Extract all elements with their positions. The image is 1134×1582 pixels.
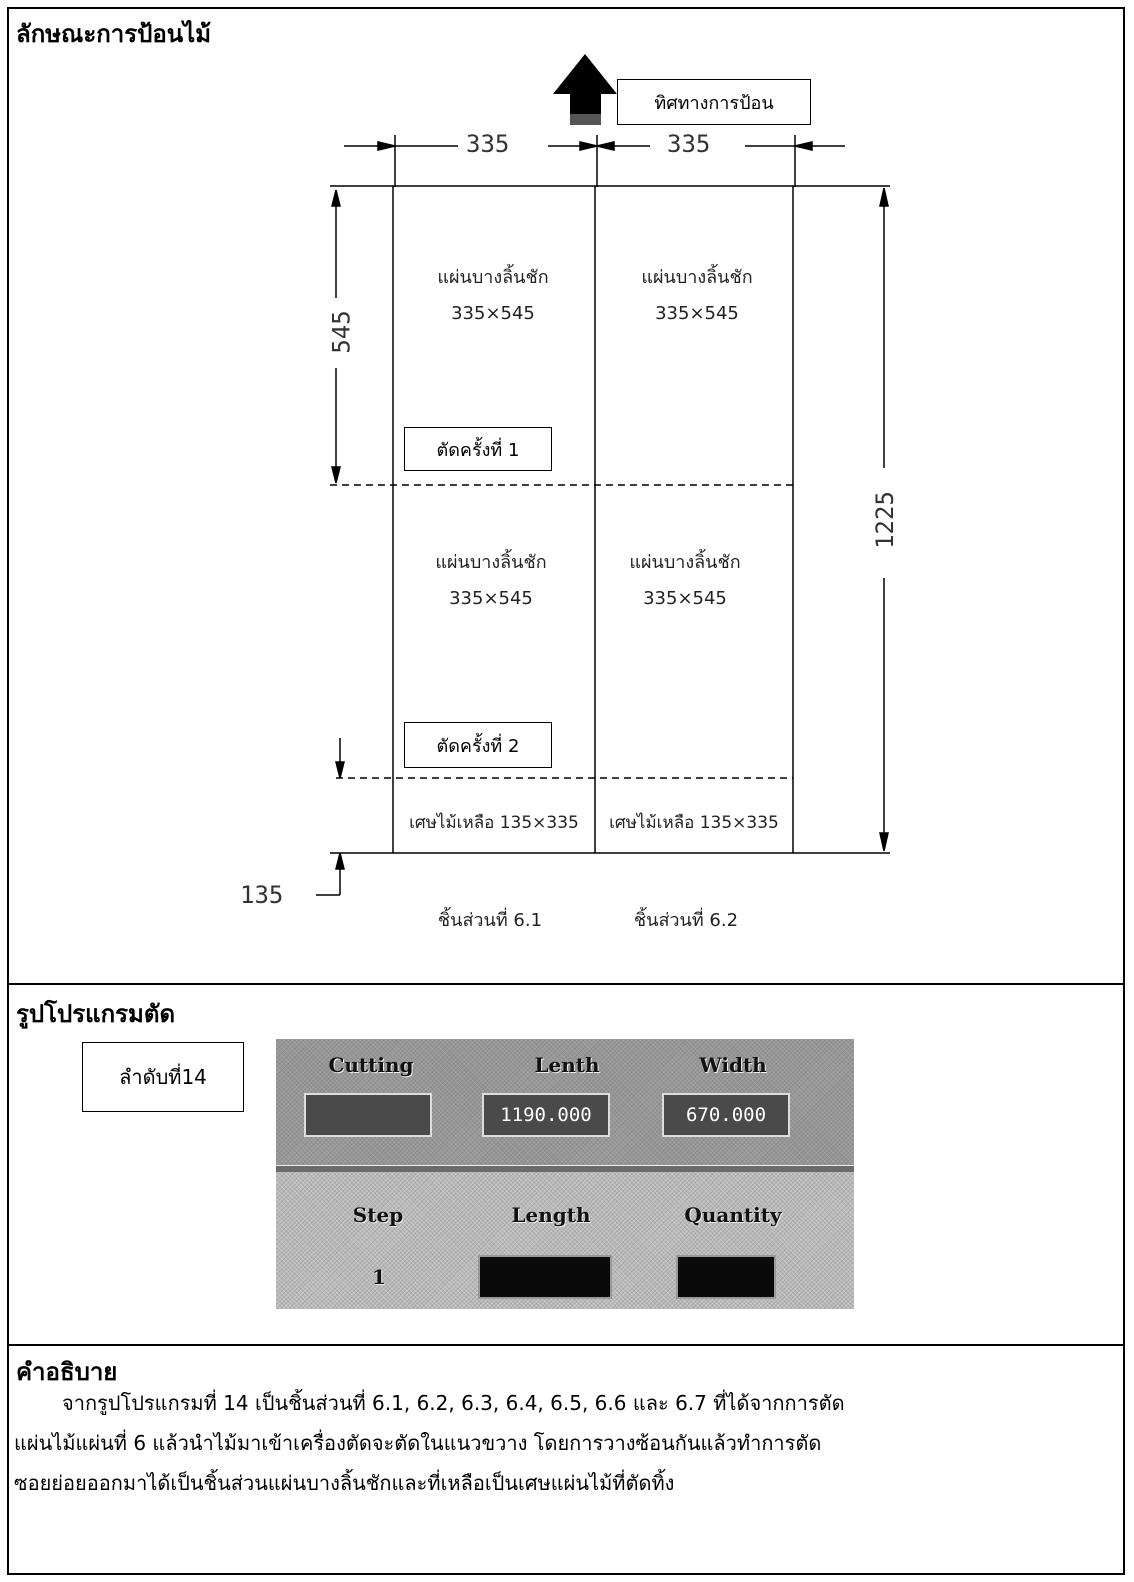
quantity-label: Quantity — [684, 1203, 782, 1227]
description-text: จากรูปโปรแกรมที่ 14 เป็นชิ้นส่วนที่ 6.1,… — [14, 1383, 1114, 1503]
board-outline — [330, 185, 890, 854]
scrap-label-2: เศษไม้เหลือ 135×335 — [609, 813, 779, 833]
piece-label-1: ชิ้นส่วนที่ 6.1 — [437, 910, 543, 931]
cell-name-4: แผ่นบางลิ้นชัก — [629, 552, 741, 573]
cell-name-2: แผ่นบางลิ้นชัก — [641, 267, 753, 288]
dimension-top-right: 335 — [667, 130, 711, 158]
dimension-top-left: 335 — [466, 130, 510, 158]
section-divider-1 — [7, 983, 1125, 985]
length-label: Lenth — [534, 1053, 600, 1077]
description-line-2: แผ่นไม้แผ่นที่ 6 แล้วนำไม้มาเข้าเครื่องต… — [14, 1431, 822, 1455]
description-line-3: ซอยย่อยออกมาได้เป็นชิ้นส่วนแผ่นบางลิ้นชั… — [14, 1471, 675, 1495]
dimension-bottom-offcut: 135 — [240, 881, 284, 909]
dimension-right-height: 1225 — [870, 491, 899, 549]
step-length-field[interactable] — [478, 1255, 612, 1299]
cut-label-1: ตัดครั้งที่ 1 — [404, 427, 552, 471]
sequence-label: ลำดับที่14 — [82, 1042, 244, 1112]
top-dimension-lines — [344, 135, 845, 187]
step-value: 1 — [372, 1265, 386, 1289]
cutting-label: Cutting — [328, 1053, 414, 1077]
cell-size-3: 335×545 — [449, 588, 533, 609]
feed-direction-label: ทิศทางการป้อน — [617, 79, 811, 125]
section-title-description: คำอธิบาย — [16, 1358, 118, 1386]
cell-size-1: 335×545 — [451, 303, 535, 324]
left-dimension-lines — [331, 189, 341, 484]
piece-label-2: ชิ้นส่วนที่ 6.2 — [633, 910, 739, 931]
width-label: Width — [699, 1053, 767, 1077]
section-title-program: รูปโปรแกรมตัด — [16, 1000, 176, 1028]
section-divider-2 — [7, 1344, 1125, 1346]
length-field[interactable]: 1190.000 — [482, 1093, 610, 1137]
cell-name-1: แผ่นบางลิ้นชัก — [437, 267, 549, 288]
cutting-diagram — [316, 54, 890, 896]
cutting-program-panel: Cutting Lenth Width 1190.000 670.000 Ste… — [276, 1039, 854, 1309]
width-field[interactable]: 670.000 — [662, 1093, 790, 1137]
dimension-left-height: 545 — [327, 310, 356, 354]
right-dimension-lines — [879, 187, 889, 852]
cutting-field[interactable] — [304, 1093, 432, 1137]
quantity-field[interactable] — [676, 1255, 776, 1299]
description-line-1: จากรูปโปรแกรมที่ 14 เป็นชิ้นส่วนที่ 6.1,… — [62, 1391, 845, 1415]
panel-separator — [276, 1165, 854, 1172]
step-label: Step — [352, 1203, 404, 1227]
section-title-feed: ลักษณะการป้อนไม้ — [16, 20, 212, 48]
cell-size-2: 335×545 — [655, 303, 739, 324]
document-frame — [7, 7, 1125, 1575]
cut-label-2: ตัดครั้งที่ 2 — [404, 722, 552, 768]
scrap-label-1: เศษไม้เหลือ 135×335 — [409, 813, 579, 833]
cell-size-4: 335×545 — [643, 588, 727, 609]
bottom-dimension-lines — [316, 738, 345, 896]
step-length-label: Length — [511, 1203, 591, 1227]
feed-direction-arrow-icon — [553, 54, 617, 125]
cell-name-3: แผ่นบางลิ้นชัก — [435, 552, 547, 573]
